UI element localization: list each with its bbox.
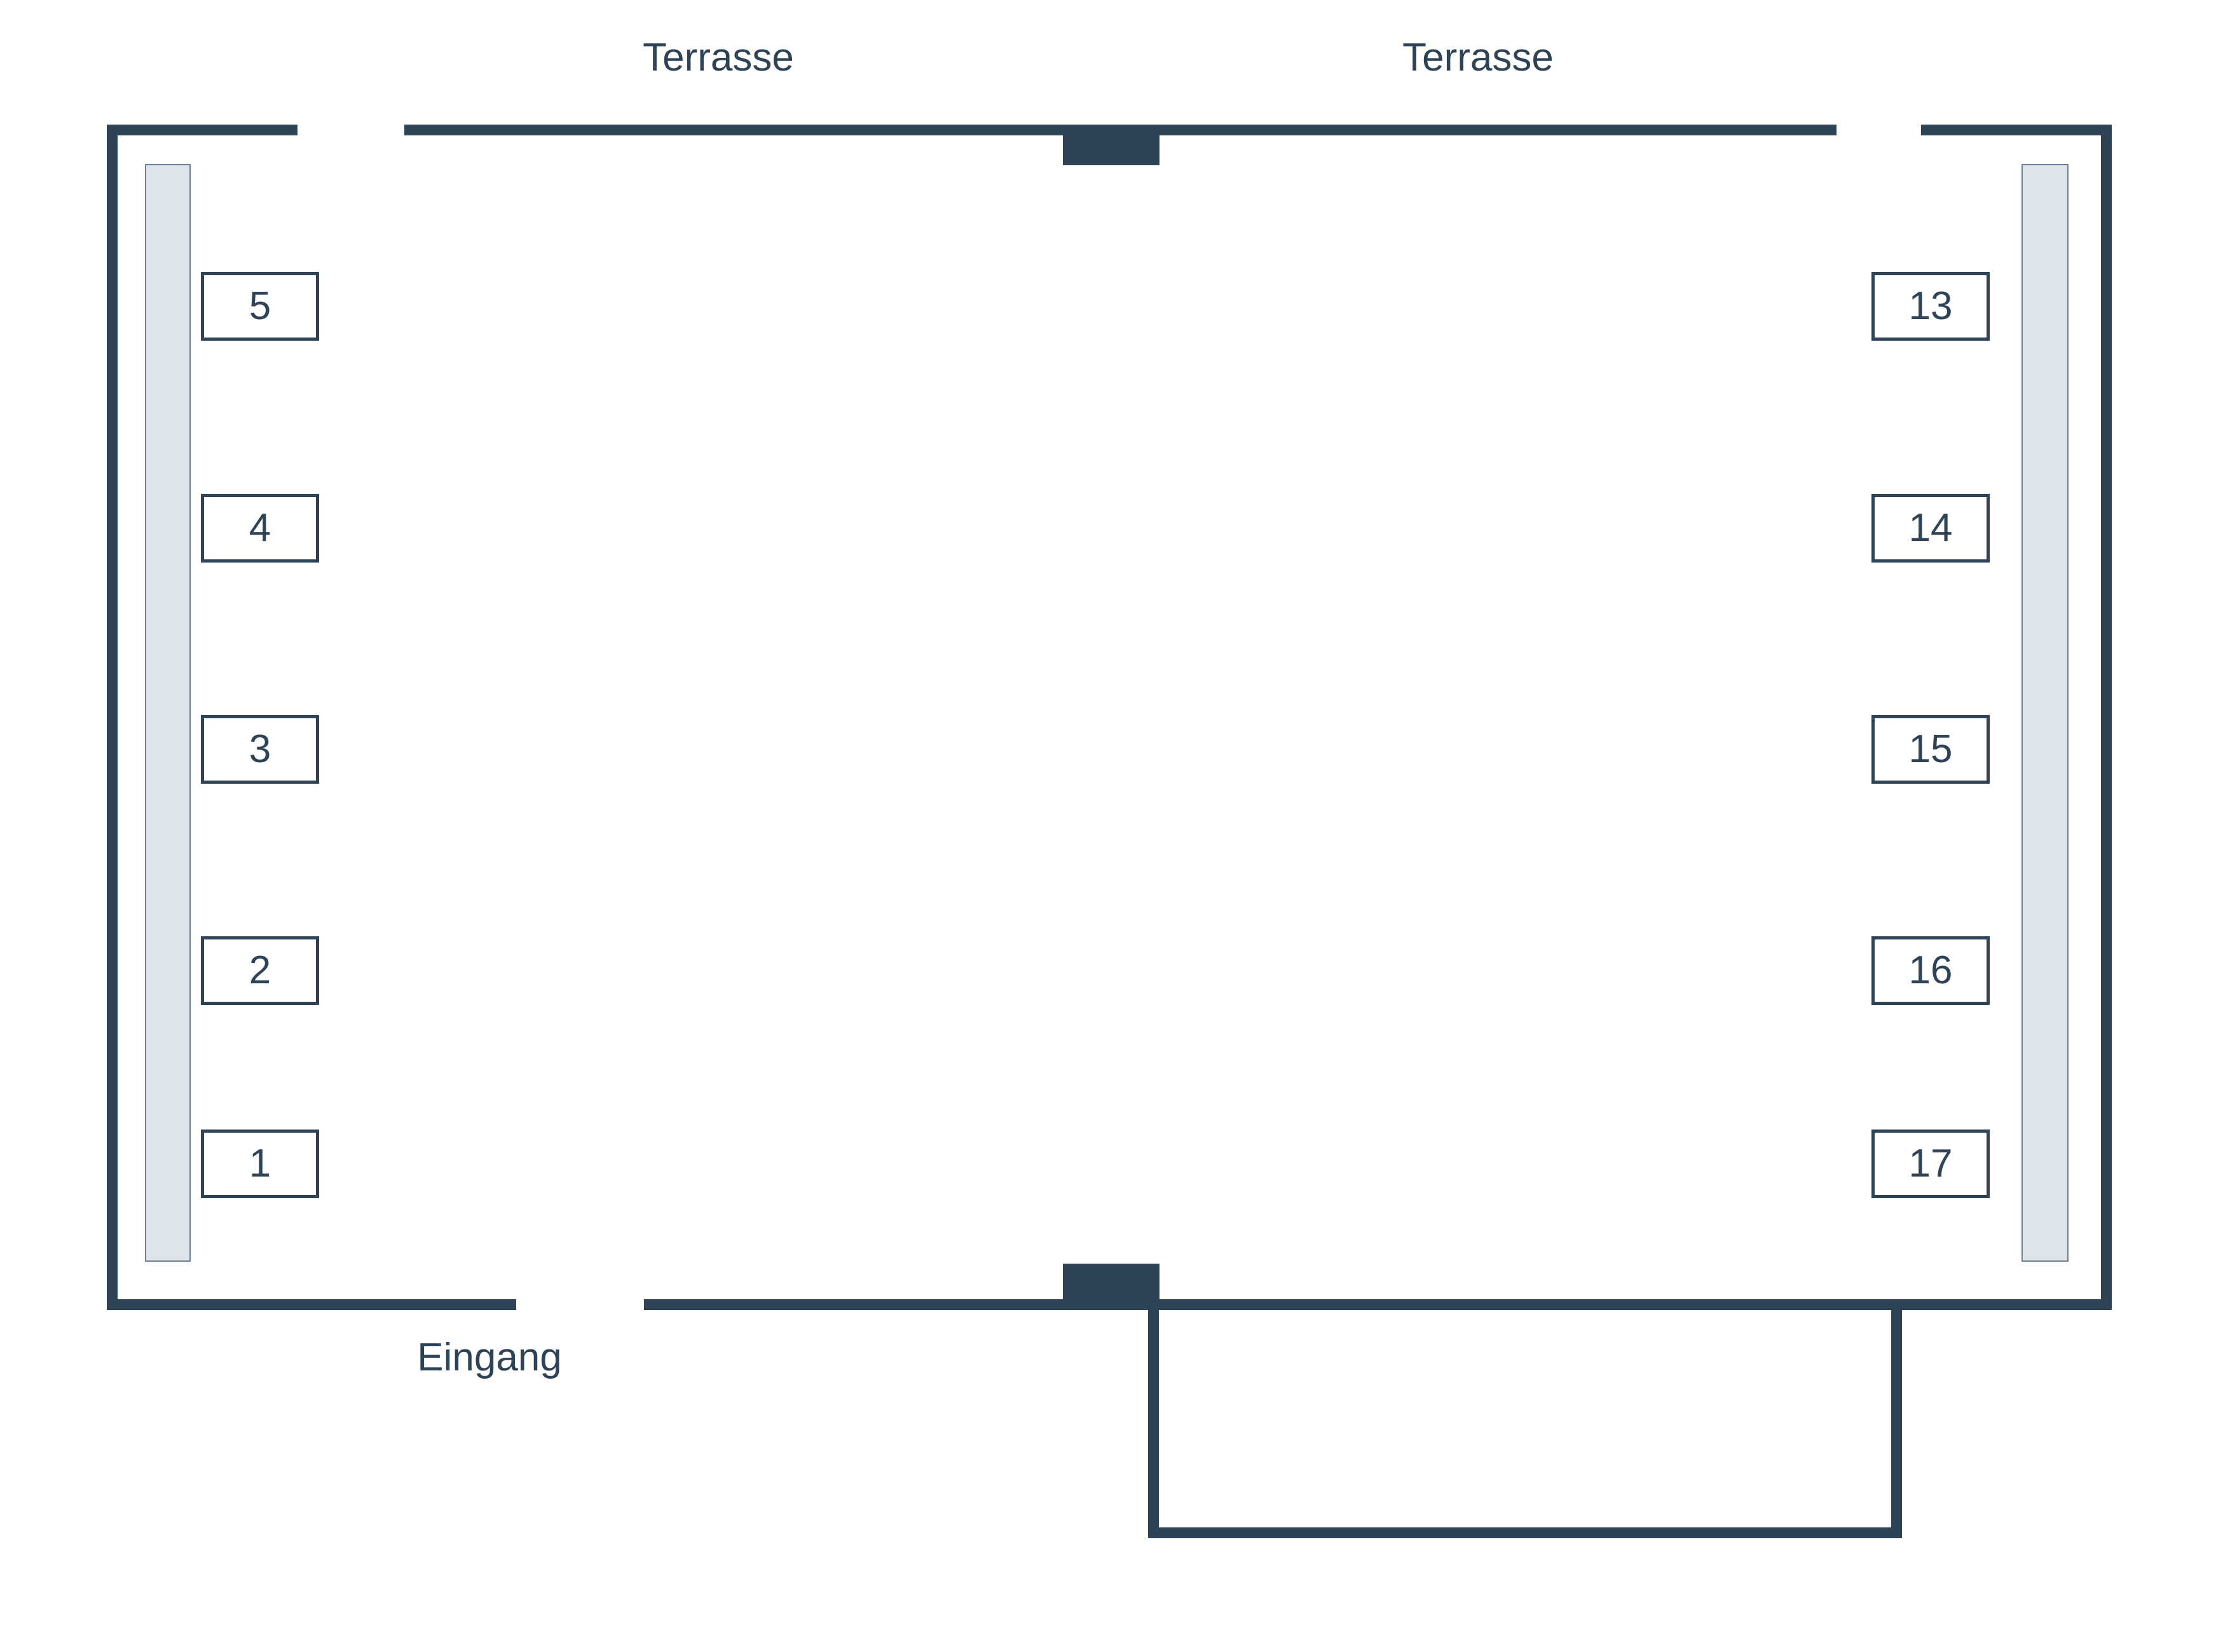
wall-annex-left bbox=[1148, 1299, 1159, 1538]
table-number-label: 1 bbox=[249, 1142, 271, 1185]
table-number-label: 15 bbox=[1908, 727, 1953, 771]
wall-top-terrace-left bbox=[404, 125, 1072, 135]
wall-right-exterior bbox=[2101, 125, 2112, 1310]
table-box-15[interactable]: 15 bbox=[1871, 715, 1990, 784]
label-terrasse-right: Terrasse bbox=[1402, 36, 1554, 79]
table-box-14[interactable]: 14 bbox=[1871, 494, 1990, 563]
table-box-2[interactable]: 2 bbox=[201, 936, 319, 1005]
wall-bottom-right bbox=[1148, 1299, 2112, 1310]
wall-top-terrace-right bbox=[1150, 125, 1837, 135]
jamb-bottom-center bbox=[1063, 1264, 1159, 1310]
table-box-4[interactable]: 4 bbox=[201, 494, 319, 563]
wall-annex-right bbox=[1891, 1299, 1902, 1538]
wall-left-exterior bbox=[107, 125, 118, 1310]
table-number-label: 2 bbox=[249, 948, 271, 992]
table-box-17[interactable]: 17 bbox=[1871, 1130, 1990, 1198]
table-box-5[interactable]: 5 bbox=[201, 272, 319, 341]
wall-bottom-entry bbox=[644, 1299, 1074, 1310]
table-number-label: 14 bbox=[1908, 506, 1953, 550]
table-number-label: 13 bbox=[1908, 284, 1953, 328]
label-terrasse-left: Terrasse bbox=[643, 36, 794, 79]
bench-panel-left bbox=[145, 164, 191, 1262]
table-number-label: 5 bbox=[249, 284, 271, 328]
table-box-16[interactable]: 16 bbox=[1871, 936, 1990, 1005]
table-box-1[interactable]: 1 bbox=[201, 1130, 319, 1198]
table-number-label: 17 bbox=[1908, 1142, 1953, 1185]
jamb-top-center bbox=[1063, 125, 1159, 165]
wall-top-left-stub bbox=[107, 125, 298, 135]
bench-panel-right bbox=[2021, 164, 2069, 1262]
table-number-label: 4 bbox=[249, 506, 271, 550]
wall-annex-bottom bbox=[1148, 1527, 1902, 1538]
table-box-3[interactable]: 3 bbox=[201, 715, 319, 784]
label-eingang: Eingang bbox=[417, 1335, 562, 1379]
wall-top-right-stub bbox=[1921, 125, 2112, 135]
table-box-13[interactable]: 13 bbox=[1871, 272, 1990, 341]
table-number-label: 16 bbox=[1908, 948, 1953, 992]
wall-bottom-left bbox=[107, 1299, 516, 1310]
table-number-label: 3 bbox=[249, 727, 271, 771]
